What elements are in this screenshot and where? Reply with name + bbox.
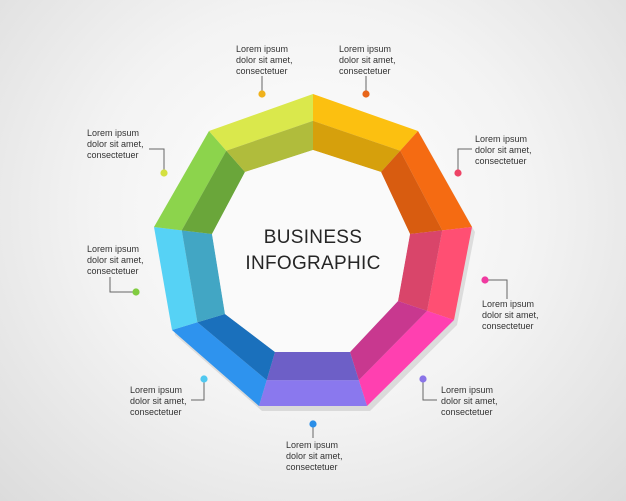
- ring-segment-right-lower-outer: [358, 310, 454, 406]
- ring-segment-right-upper-inner: [398, 230, 443, 311]
- caption-top-left: Lorem ipsum dolor sit amet, consectetuer: [236, 44, 316, 77]
- caption-line: consectetuer: [441, 407, 493, 417]
- caption-line: Lorem ipsum: [236, 44, 289, 54]
- caption-line: dolor sit amet,: [286, 451, 343, 461]
- connector-line-bottom-right: [422, 381, 437, 401]
- caption-top-right: Lorem ipsum dolor sit amet, consectetuer: [339, 44, 419, 77]
- caption-line: dolor sit amet,: [130, 396, 187, 406]
- connector-dot-left-upper: [160, 169, 168, 177]
- connector-dot-left-lower: [132, 288, 140, 296]
- caption-right-lower: Lorem ipsum dolor sit amet, consectetuer: [482, 299, 562, 332]
- caption-line: dolor sit amet,: [475, 145, 532, 155]
- caption-line: Lorem ipsum: [130, 385, 183, 395]
- ring-segment-left-upper-inner: [226, 120, 313, 172]
- caption-line: consectetuer: [339, 66, 391, 76]
- caption-line: dolor sit amet,: [87, 139, 144, 149]
- caption-line: dolor sit amet,: [441, 396, 498, 406]
- title-line-2: INFOGRAPHIC: [245, 253, 381, 274]
- connector-dot-top-right: [362, 90, 370, 98]
- ring-segment-right-lower-inner: [350, 301, 428, 381]
- caption-line: Lorem ipsum: [286, 440, 339, 450]
- caption-line: dolor sit amet,: [339, 55, 396, 65]
- caption-line: Lorem ipsum: [475, 134, 528, 144]
- ring-segment-left-lower-outer: [154, 131, 227, 231]
- ring-segment-bottom-right-outer: [259, 380, 367, 406]
- caption-line: Lorem ipsum: [441, 385, 494, 395]
- caption-line: dolor sit amet,: [87, 255, 144, 265]
- connector-line-left-upper: [149, 148, 165, 171]
- caption-line: consectetuer: [87, 266, 139, 276]
- ring-segment-top-left-outer: [313, 94, 418, 151]
- connector-dot-bottom-right: [419, 375, 427, 383]
- caption-bottom: Lorem ipsum dolor sit amet, consectetuer: [286, 440, 366, 473]
- caption-line: Lorem ipsum: [87, 128, 140, 138]
- ring-segment-bottom-outer: [172, 322, 267, 406]
- caption-line: consectetuer: [286, 462, 338, 472]
- ring-segment-bottom-left-inner: [181, 230, 225, 323]
- caption-line: dolor sit amet,: [236, 55, 293, 65]
- caption-line: dolor sit amet,: [482, 310, 539, 320]
- caption-bottom-left: Lorem ipsum dolor sit amet, consectetuer: [130, 385, 210, 418]
- ring-center: [212, 150, 410, 352]
- connector-dot-right-upper: [454, 169, 462, 177]
- ring-segment-right-upper-outer: [427, 227, 472, 320]
- caption-line: consectetuer: [236, 66, 288, 76]
- ring-segment-bottom-inner: [197, 314, 275, 381]
- connector-dot-top-left: [258, 90, 266, 98]
- ring-segment-left-upper-outer: [209, 94, 313, 151]
- caption-right-upper: Lorem ipsum dolor sit amet, consectetuer: [475, 134, 555, 167]
- connector-line-right-upper: [457, 148, 472, 171]
- ring-segment-left-lower-inner: [181, 150, 245, 234]
- caption-line: Lorem ipsum: [87, 244, 140, 254]
- ring-segment-bottom-right-inner: [266, 352, 359, 381]
- ring-segment-top-right-inner: [381, 150, 443, 234]
- ring-segment-top-left-inner: [313, 120, 401, 172]
- caption-line: consectetuer: [475, 156, 527, 166]
- connector-dot-bottom-left: [200, 375, 208, 383]
- connector-line-bottom-left: [191, 381, 205, 401]
- connector-dot-right-lower: [481, 276, 489, 284]
- caption-line: consectetuer: [130, 407, 182, 417]
- connector-dot-bottom: [309, 420, 317, 428]
- caption-line: consectetuer: [87, 150, 139, 160]
- caption-left-upper: Lorem ipsum dolor sit amet, consectetuer: [87, 128, 167, 161]
- caption-bottom-right: Lorem ipsum dolor sit amet, consectetuer: [441, 385, 521, 418]
- caption-line: consectetuer: [482, 321, 534, 331]
- caption-line: Lorem ipsum: [339, 44, 392, 54]
- ring-segment-top-right-outer: [400, 131, 472, 231]
- connector-line-left-lower: [109, 277, 133, 293]
- title-line-1: BUSINESS: [263, 227, 363, 248]
- connector-line-right-lower: [488, 279, 508, 299]
- ring-segment-bottom-left-outer: [154, 227, 198, 330]
- caption-line: Lorem ipsum: [482, 299, 535, 309]
- caption-left-lower: Lorem ipsum dolor sit amet, consectetuer: [87, 244, 167, 277]
